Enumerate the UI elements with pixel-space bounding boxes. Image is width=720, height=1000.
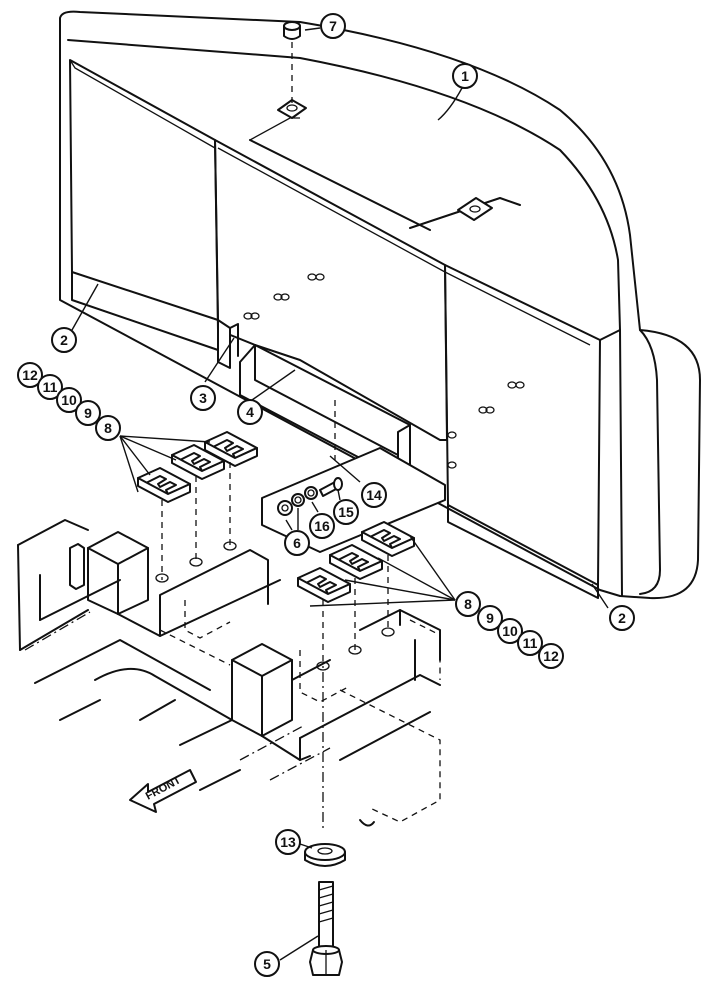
svg-text:4: 4 (246, 404, 254, 420)
svg-text:9: 9 (486, 610, 494, 626)
callout-4: 4 (237, 399, 263, 425)
callout-10-left: 10 (56, 387, 82, 413)
front-arrow: FRONT (129, 769, 197, 813)
callout-10-right: 10 (497, 618, 523, 644)
svg-text:5: 5 (263, 956, 271, 972)
callout-2-right: 2 (609, 605, 635, 631)
plate-14 (261, 447, 446, 553)
callout-9-right: 9 (477, 605, 503, 631)
svg-text:14: 14 (366, 487, 382, 503)
lifting-pad-left (277, 99, 307, 119)
svg-text:16: 16 (314, 518, 330, 534)
callout-8-left: 8 (95, 415, 121, 441)
svg-text:7: 7 (329, 18, 337, 34)
callout-11-left: 11 (37, 374, 63, 400)
callout-9-left: 9 (75, 400, 101, 426)
callout-14: 14 (361, 482, 387, 508)
callout-3: 3 (190, 385, 216, 411)
callout-5: 5 (254, 951, 280, 977)
callout-11-right: 11 (517, 630, 543, 656)
right-grille-panel (444, 264, 621, 599)
svg-text:8: 8 (464, 596, 472, 612)
mounting-bolt-5 (309, 881, 343, 976)
svg-text:11: 11 (43, 379, 58, 395)
plug (283, 21, 301, 104)
callout-1: 1 (452, 63, 478, 89)
callout-12-right: 12 (538, 643, 564, 669)
svg-text:11: 11 (523, 635, 538, 651)
lifting-pad-right (457, 197, 493, 221)
svg-text:15: 15 (338, 504, 354, 520)
svg-text:13: 13 (280, 834, 296, 850)
bracket-3 (217, 319, 239, 369)
hardened-washer-13 (304, 843, 346, 867)
washer-6 (277, 500, 293, 516)
callout-16: 16 (309, 513, 335, 539)
callout-8-right: 8 (455, 591, 481, 617)
svg-text:9: 9 (84, 405, 92, 421)
svg-text:6: 6 (293, 535, 301, 551)
callout-6: 6 (284, 530, 310, 556)
callout-15: 15 (333, 499, 359, 525)
callout-7: 7 (320, 13, 346, 39)
svg-text:2: 2 (618, 610, 626, 626)
callout-13: 13 (275, 829, 301, 855)
svg-text:12: 12 (22, 367, 38, 383)
svg-text:1: 1 (461, 68, 469, 84)
chassis-frame (17, 519, 441, 827)
counterweight (59, 10, 701, 600)
callout-12-left: 12 (17, 362, 43, 388)
lockwasher-16 (291, 493, 305, 507)
callout-2-left: 2 (51, 327, 77, 353)
shim-stack-right (297, 521, 415, 668)
nut-16 (304, 486, 318, 500)
bolt-15 (319, 477, 343, 497)
svg-text:2: 2 (60, 332, 68, 348)
leader-lines (71, 27, 609, 961)
svg-text:10: 10 (502, 623, 518, 639)
svg-text:8: 8 (104, 420, 112, 436)
svg-text:12: 12 (543, 648, 559, 664)
panel-holes (243, 273, 525, 469)
svg-text:3: 3 (199, 390, 207, 406)
svg-text:10: 10 (61, 392, 77, 408)
